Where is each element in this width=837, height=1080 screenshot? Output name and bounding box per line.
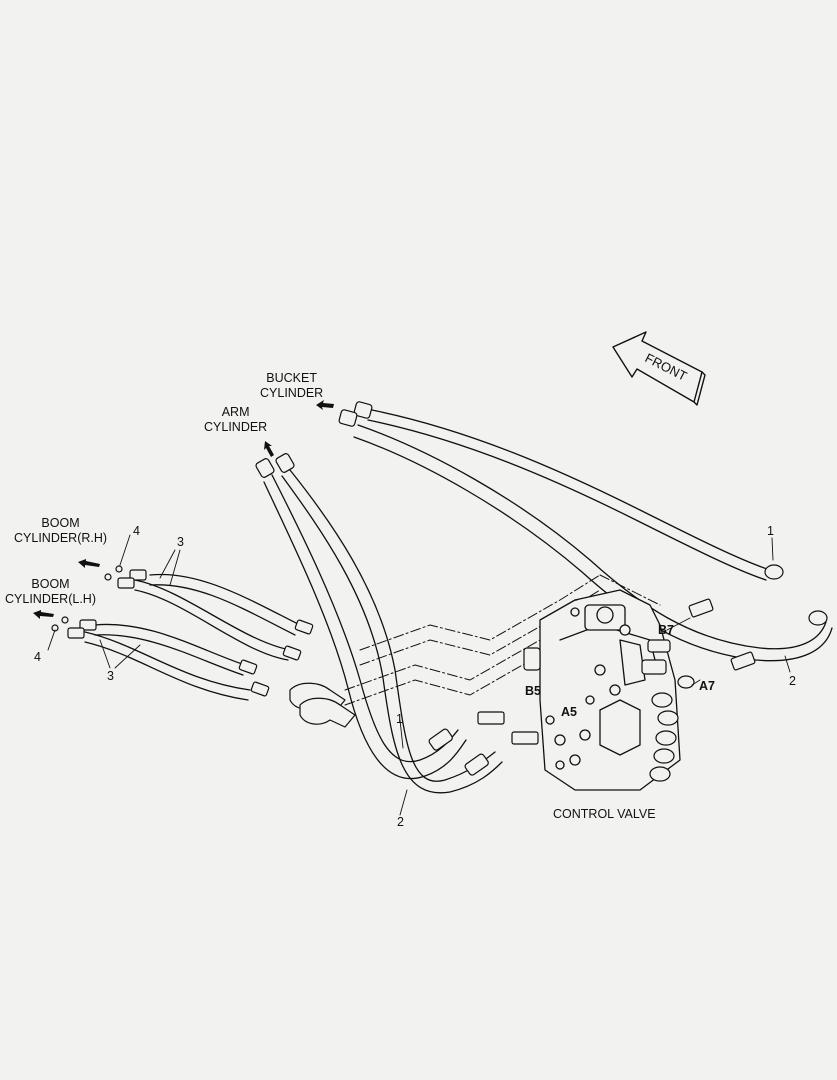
arm-hose-fittings [255,453,539,776]
control-valve-label: CONTROL VALVE [553,807,656,821]
bucket-hose-upper [367,409,771,581]
port-a5: A5 [561,705,577,719]
arm-hose-2 [281,469,503,794]
boom-rh-label: BOOM CYLINDER(R.H) [14,516,108,545]
boom-lh-hoses [84,623,251,701]
callout-3-upper: 3 [177,535,184,549]
callout-3-lower: 3 [107,669,114,683]
elbow-adapters [289,682,356,728]
valve-spool-caps [523,639,695,782]
boom-rh-hoses [134,573,301,661]
callout-2-right: 2 [789,674,796,688]
callout-1-top: 1 [767,524,774,538]
front-arrow [612,331,706,406]
boom-hose-fittings [51,565,314,697]
port-b7: B7 [658,623,674,637]
cylinder-direction-arrows [33,400,334,619]
bucket-hose-fittings [338,401,828,671]
boom-lh-label: BOOM CYLINDER(L.H) [5,577,96,606]
arm-cylinder-label: ARM CYLINDER [204,405,268,434]
bucket-cylinder-label: BUCKET CYLINDER [260,371,324,400]
port-b5: B5 [525,684,541,698]
routing-lines [344,574,661,706]
control-valve-body [539,589,681,791]
callout-2-bottom: 2 [397,815,404,829]
port-a7: A7 [699,679,715,693]
callout-1-mid: 1 [396,712,403,726]
arm-hose-1 [263,474,467,780]
callout-leaders [47,534,791,816]
callout-4-upper: 4 [133,524,140,538]
callout-4-lower: 4 [34,650,41,664]
